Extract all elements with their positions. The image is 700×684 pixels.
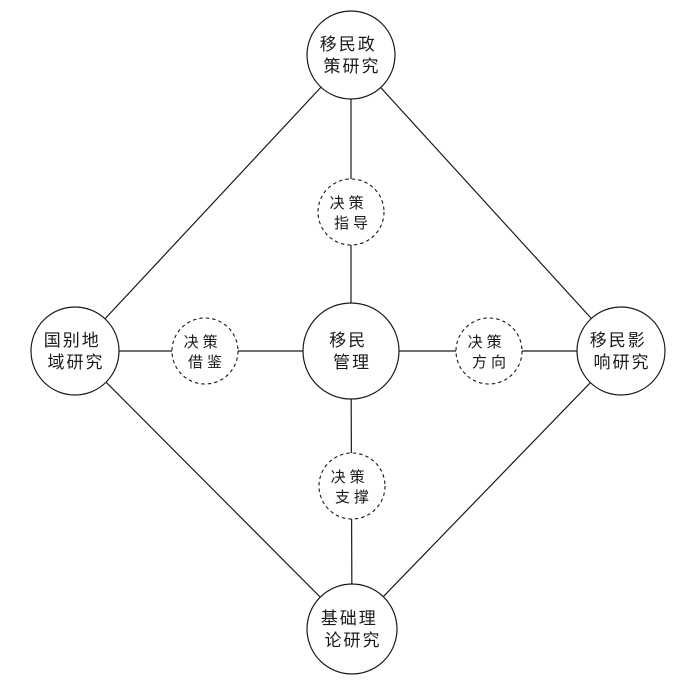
link-label-decision-support: 决策 支撑 — [318, 452, 386, 520]
decision-guidance-circle — [317, 178, 385, 246]
decision-direction-text: 决策 方向 — [468, 333, 515, 371]
policy-research-circle — [306, 10, 396, 100]
decision-support-circle — [318, 452, 386, 520]
link-label-decision-reference: 决策 借鉴 — [171, 317, 239, 385]
country-region-text: 国别地 域研究 — [44, 331, 108, 373]
decision-reference-circle — [171, 317, 239, 385]
decision-direction-circle — [455, 317, 523, 385]
policy-research-text: 移民政 策研究 — [320, 35, 384, 77]
impact-research-text: 移民影 响研究 — [590, 331, 654, 373]
link-label-decision-direction: 决策 方向 — [455, 317, 523, 385]
node-immigration-impact-research: 移民影 响研究 — [576, 306, 666, 396]
country-region-circle — [30, 306, 120, 396]
basic-theory-circle — [306, 583, 398, 675]
edge-right-to-bottom — [351, 350, 622, 630]
immigration-management-circle — [302, 302, 400, 400]
basic-theory-text: 基础理 论研究 — [321, 609, 385, 651]
edge-top-to-right — [350, 54, 622, 352]
node-immigration-management: 移民 管理 — [302, 302, 400, 400]
immigration-management-text: 移民 管理 — [329, 331, 374, 373]
node-immigration-policy-research: 移民政 策研究 — [306, 10, 396, 100]
decision-support-text: 决策 支撑 — [331, 468, 378, 506]
edge-left-to-bottom — [74, 350, 353, 630]
decision-guidance-text: 决策 指导 — [330, 194, 377, 232]
node-basic-theory-research: 基础理 论研究 — [306, 583, 398, 675]
impact-research-circle — [576, 306, 666, 396]
node-country-region-research: 国别地 域研究 — [30, 306, 120, 396]
decision-reference-text: 决策 借鉴 — [184, 333, 231, 371]
link-label-decision-guidance: 决策 指导 — [317, 178, 385, 246]
edge-top-to-left — [74, 54, 352, 352]
